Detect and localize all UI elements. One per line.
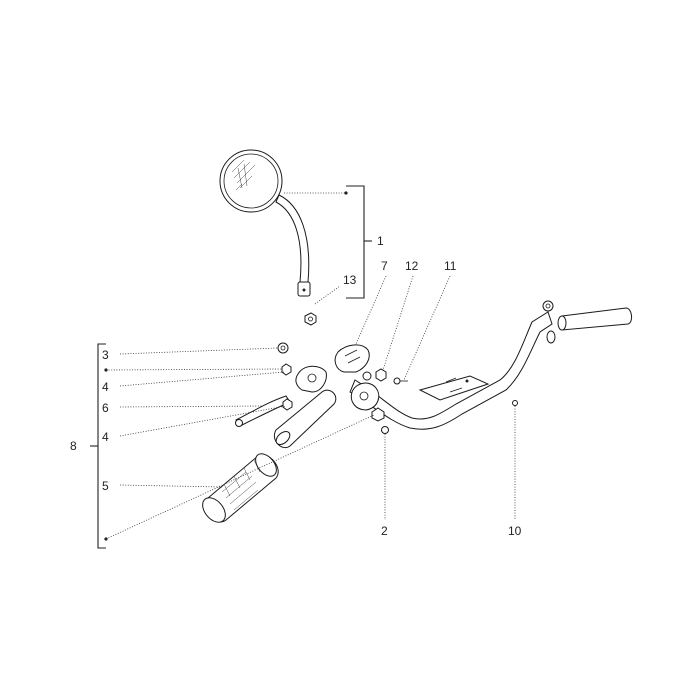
leader-13 bbox=[314, 285, 341, 305]
group-bracket-8 bbox=[90, 343, 106, 549]
nut-part-13 bbox=[304, 312, 317, 326]
label-part-11: 11 bbox=[444, 259, 457, 273]
left-grip-part-5 bbox=[202, 453, 279, 523]
screw-part-11 bbox=[393, 377, 408, 385]
throttle-clamp-hole bbox=[359, 391, 369, 401]
lever-clamp-hole bbox=[307, 373, 317, 383]
label-part-1: 1 bbox=[377, 234, 384, 248]
leader-5 bbox=[119, 484, 223, 488]
mirror-assembly bbox=[219, 149, 311, 297]
brake-lever-part-6 bbox=[235, 395, 291, 427]
group-bracket-1 bbox=[346, 185, 372, 299]
leader-6 bbox=[119, 405, 263, 408]
leader-3b bbox=[105, 368, 283, 371]
leader-11 bbox=[403, 275, 451, 381]
nut-part-4-lower bbox=[282, 398, 293, 411]
leader-7 bbox=[355, 275, 387, 345]
nut-part-4-upper bbox=[281, 363, 292, 376]
clamp-screw bbox=[362, 371, 372, 381]
right-lever-pivot-hole bbox=[545, 303, 551, 309]
label-part-8: 8 bbox=[70, 439, 77, 453]
label-part-13: 13 bbox=[343, 273, 357, 287]
lever-clamp-body bbox=[295, 365, 327, 393]
brake-lever-tip bbox=[235, 419, 243, 427]
mirror-glass bbox=[223, 153, 279, 209]
label-part-3: 3 bbox=[102, 348, 109, 362]
mirror-stem-dot bbox=[302, 288, 306, 292]
leader-3 bbox=[119, 347, 279, 355]
center-bracket-hole bbox=[465, 379, 469, 383]
switch-housing-body bbox=[334, 344, 370, 373]
label-part-12: 12 bbox=[405, 259, 419, 273]
right-grip-end bbox=[557, 315, 567, 331]
washer-part-3 bbox=[277, 342, 289, 354]
handlebar-bar bbox=[349, 311, 553, 430]
leader-12 bbox=[382, 275, 414, 371]
label-part-10: 10 bbox=[508, 524, 522, 538]
left-switch-housing bbox=[334, 344, 389, 434]
nut-part-2 bbox=[381, 426, 389, 434]
clamp-nut bbox=[371, 407, 385, 422]
mirror-stem bbox=[275, 194, 310, 283]
label-part-6: 6 bbox=[102, 401, 109, 415]
bolt-part-12 bbox=[375, 368, 387, 382]
right-grip bbox=[561, 307, 633, 331]
label-part-2: 2 bbox=[381, 524, 388, 538]
label-part-4-upper: 4 bbox=[102, 380, 109, 394]
lever-clamp-assembly bbox=[235, 342, 327, 427]
throttle-clamp bbox=[350, 382, 380, 411]
label-part-7: 7 bbox=[381, 259, 388, 273]
leader-4a bbox=[119, 371, 285, 387]
center-bracket bbox=[418, 375, 490, 401]
handlebar-tube bbox=[349, 300, 633, 430]
throttle-tube bbox=[274, 389, 337, 448]
left-grip-collar bbox=[255, 453, 277, 477]
throttle-tube-end bbox=[275, 430, 291, 446]
washer-part-3-hole bbox=[280, 345, 286, 351]
mirror-reflection-hatch bbox=[231, 159, 256, 191]
part-labels: 1 13 7 12 11 3 4 6 4 8 5 2 10 bbox=[70, 234, 522, 538]
center-bracket-detail bbox=[445, 377, 463, 393]
leader-lines bbox=[104, 191, 516, 541]
screw-part-10 bbox=[512, 400, 518, 406]
label-part-4-lower: 4 bbox=[102, 430, 109, 444]
right-switch-boss bbox=[546, 330, 556, 344]
switch-housing-detail bbox=[344, 349, 361, 364]
left-grip-end-cap bbox=[202, 497, 226, 523]
mirror-head bbox=[219, 149, 283, 213]
label-part-5: 5 bbox=[102, 479, 109, 493]
leader-4b bbox=[119, 405, 287, 437]
right-lever-pivot bbox=[542, 300, 554, 312]
left-grip-knurl bbox=[221, 459, 261, 511]
